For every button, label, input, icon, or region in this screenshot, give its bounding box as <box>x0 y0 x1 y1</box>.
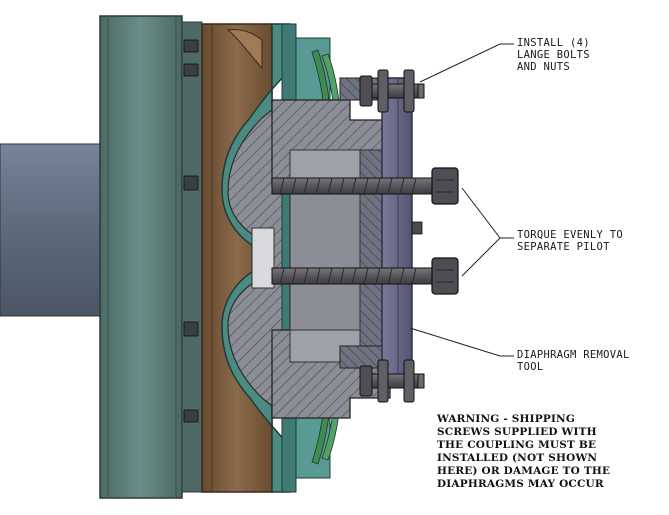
callout-removal-tool: DIAPHRAGM REMOVAL TOOL <box>517 349 630 373</box>
warning-note: WARNING - SHIPPING SCREWS SUPPLIED WITH … <box>437 413 610 491</box>
callout-line: SEPARATE PILOT <box>517 241 610 253</box>
flange-bolt-top <box>359 69 425 113</box>
torque-screw-lower <box>271 257 459 295</box>
removal-tool-plate <box>381 77 413 385</box>
flange-bolt-bottom <box>359 359 425 403</box>
callout-line: INSTALL (4) <box>517 37 590 49</box>
callout-line: DIAPHRAGM REMOVAL <box>517 349 630 361</box>
shaft <box>0 143 109 317</box>
leader-lines <box>409 43 514 357</box>
callout-line: TOOL <box>517 361 544 373</box>
warning-line: INSTALLED (NOT SHOWN <box>437 452 598 464</box>
callout-line: AND NUTS <box>517 61 570 73</box>
callout-line: TORQUE EVENLY TO <box>517 229 623 241</box>
warning-line: HERE) OR DAMAGE TO THE <box>437 465 611 477</box>
warning-line: WARNING - SHIPPING <box>437 413 576 425</box>
hub-bolt-studs <box>183 39 199 423</box>
callout-torque: TORQUE EVENLY TO SEPARATE PILOT <box>517 229 623 253</box>
torque-screw-upper <box>271 167 459 205</box>
warning-line: DIAPHRAGMS MAY OCCUR <box>437 478 604 490</box>
hub-flange <box>99 15 183 499</box>
callout-install-bolts: INSTALL (4) LANGE BOLTS AND NUTS <box>517 37 590 73</box>
warning-line: THE COUPLING MUST BE <box>437 439 597 451</box>
warning-line: SCREWS SUPPLIED WITH <box>437 426 597 438</box>
callout-line: LANGE BOLTS <box>517 49 590 61</box>
